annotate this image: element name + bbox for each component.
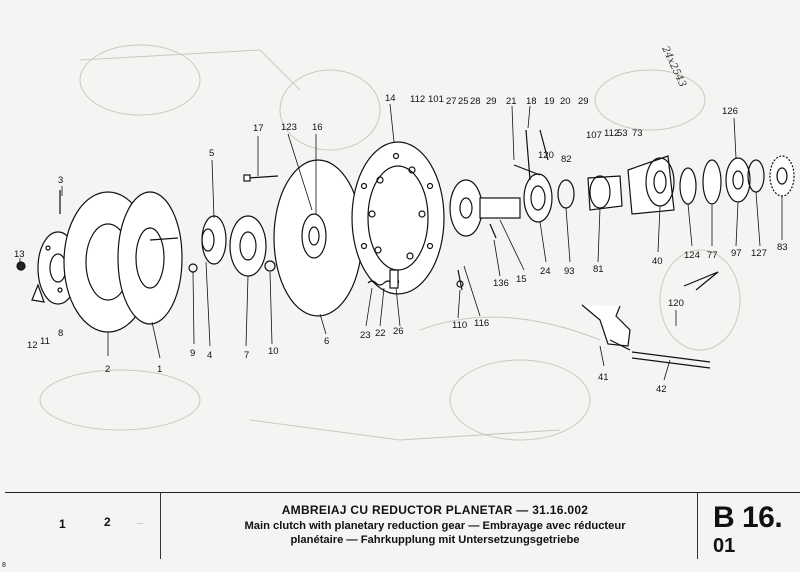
- callout-2: 2: [105, 364, 110, 375]
- callout-28: 28: [470, 96, 481, 107]
- callout-labels: 13 3 12 11 8 2 1 5 9 4 7 10 17 123 16 6 …: [14, 93, 788, 395]
- callout-18: 18: [526, 96, 537, 107]
- callout-101: 101: [428, 94, 444, 105]
- page-marker: 8: [2, 562, 6, 569]
- part-housing-81: [587, 175, 623, 211]
- callout-13: 13: [14, 249, 25, 260]
- callout-9: 9: [190, 348, 195, 359]
- part-hub-4: [188, 215, 227, 273]
- callout-77: 77: [707, 250, 718, 261]
- callout-126: 124: [684, 250, 700, 261]
- callout-25: 25: [458, 96, 469, 107]
- callout-128: 127: [751, 248, 767, 259]
- callout-8: 8: [58, 328, 63, 339]
- callout-112b: 112: [604, 128, 619, 139]
- diagram-title-line1: Main clutch with planetary reduction gea…: [244, 520, 626, 532]
- callout-19: 19: [544, 96, 555, 107]
- title-block-col2: 2: [104, 515, 111, 529]
- callout-40: 40: [652, 256, 663, 267]
- callout-42: 42: [656, 384, 667, 395]
- callout-97: 97: [731, 248, 742, 259]
- part-shaft-15: [449, 179, 521, 237]
- sheet-code-sub: 01: [713, 535, 736, 557]
- callout-83: 83: [777, 242, 788, 253]
- handwritten-note: 24x2543: [659, 44, 688, 89]
- callout-116: 116: [474, 318, 489, 329]
- sheet-code-main: B 16.: [713, 501, 783, 534]
- callout-41: 41: [598, 372, 609, 383]
- callout-3: 3: [58, 175, 63, 186]
- sheet-code: B 16. 01: [713, 501, 800, 558]
- title-block-col2-mark: ...: [137, 519, 143, 526]
- callout-29a: 29: [486, 96, 497, 107]
- callout-93: 93: [564, 266, 575, 277]
- callout-107: 107: [586, 130, 602, 141]
- title-block-divider-right: [697, 493, 699, 559]
- callout-24: 24: [540, 266, 551, 277]
- callout-15: 15: [516, 274, 527, 285]
- callout-26: 26: [393, 326, 404, 337]
- part-shift-fork-41: [581, 304, 631, 351]
- callout-17: 17: [253, 123, 264, 134]
- callout-16: 16: [312, 122, 323, 133]
- title-block: 1 2 ... AMBREIAJ CU REDUCTOR PLANETAR — …: [5, 492, 800, 559]
- part-bolt-17: [243, 174, 279, 182]
- part-carrier-7: [229, 215, 276, 277]
- callout-1: 1: [157, 364, 162, 375]
- callout-27: 27: [446, 96, 457, 107]
- callout-82: 82: [561, 154, 572, 165]
- callout-12: 12: [27, 340, 38, 351]
- exploded-parts-diagram: 24x2543: [14, 44, 795, 441]
- callout-81: 81: [593, 264, 604, 275]
- bleed-through-background: [39, 44, 741, 441]
- callout-14: 14: [385, 93, 396, 104]
- callout-112a: 112: [410, 94, 425, 105]
- callout-7: 7: [244, 350, 249, 361]
- diagram-title-line2: planétaire — Fahrkupplung mit Untersetzu…: [290, 534, 580, 546]
- diagram-title-ro: AMBREIAJ CU REDUCTOR PLANETAR — 31.16.00…: [281, 503, 589, 517]
- callout-6: 6: [324, 336, 329, 347]
- diagram-title-multilang: Main clutch with planetary reduction gea…: [175, 519, 695, 547]
- part-housing-40: [627, 155, 675, 215]
- part-rod-42: [631, 351, 711, 369]
- callout-10: 10: [268, 346, 279, 357]
- callout-21: 21: [506, 96, 517, 107]
- callout-136: 136: [493, 278, 509, 289]
- callout-110: 110: [452, 320, 467, 331]
- callout-23: 23: [360, 330, 371, 341]
- callout-4: 4: [207, 350, 212, 361]
- part-gear-83: [769, 155, 795, 197]
- title-block-col1: 1: [59, 517, 66, 531]
- callout-120: 120: [668, 298, 684, 309]
- callout-127: 126: [722, 106, 738, 117]
- callout-22: 22: [375, 328, 386, 339]
- title-block-divider-left: [160, 493, 162, 559]
- callout-123: 120: [538, 150, 554, 161]
- callout-53: 53: [617, 128, 628, 139]
- callout-73: 73: [632, 128, 643, 139]
- callout-29b: 29: [578, 96, 589, 107]
- part-pressure-plate-6: [273, 159, 363, 317]
- part-friction-disc-1: [117, 191, 183, 325]
- callout-124: 123: [281, 122, 297, 133]
- callout-5: 5: [209, 148, 214, 159]
- callout-20: 20: [560, 96, 571, 107]
- callout-11: 11: [40, 336, 50, 347]
